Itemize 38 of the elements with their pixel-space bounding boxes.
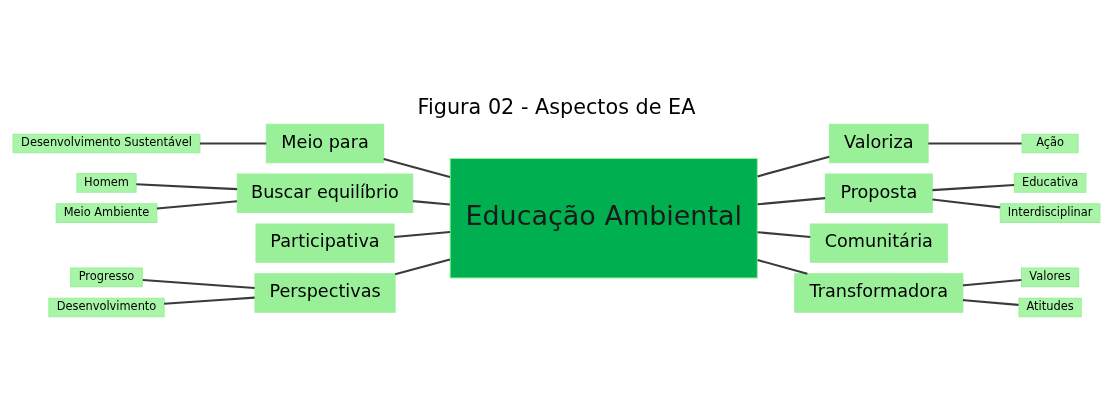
connector bbox=[932, 198, 1001, 209]
diagram-title: Figura 02 - Aspectos de EA bbox=[417, 94, 696, 119]
connector bbox=[164, 296, 255, 305]
node-box: Ação bbox=[1021, 133, 1079, 154]
connector bbox=[156, 200, 238, 210]
connector bbox=[394, 258, 451, 276]
node-box: Meio Ambiente bbox=[55, 203, 158, 223]
node-box: Educativa bbox=[1013, 173, 1087, 193]
node-box: Comunitária bbox=[809, 223, 948, 263]
node-box: Perspectivas bbox=[254, 273, 396, 313]
connector bbox=[932, 184, 1015, 192]
node-box: Meio para bbox=[265, 123, 385, 164]
node-box: Desenvolvimento Sustentável bbox=[12, 133, 201, 154]
connector bbox=[383, 158, 451, 178]
node-box: Proposta bbox=[824, 173, 933, 214]
node-box: Progresso bbox=[70, 267, 143, 288]
connector bbox=[757, 197, 826, 206]
connector bbox=[962, 278, 1022, 287]
node-box: Homem bbox=[76, 173, 137, 193]
connector bbox=[962, 299, 1019, 306]
node-box: Interdisciplinar bbox=[999, 203, 1101, 223]
node-box: Desenvolvimento bbox=[48, 297, 165, 318]
node-box: Participativa bbox=[255, 223, 395, 263]
connector bbox=[412, 200, 450, 206]
node-box: Transformadora bbox=[794, 273, 964, 313]
connector bbox=[928, 142, 1022, 145]
connector bbox=[757, 155, 830, 178]
node-box: Educação Ambiental bbox=[449, 158, 758, 279]
connector bbox=[757, 259, 808, 275]
node-box: Atitudes bbox=[1018, 297, 1082, 318]
node-box: Valores bbox=[1021, 267, 1080, 288]
connector bbox=[394, 230, 451, 239]
connector bbox=[757, 231, 811, 238]
connector bbox=[199, 142, 267, 145]
node-box: Buscar equilíbrio bbox=[236, 173, 414, 214]
connector bbox=[142, 278, 255, 289]
connector bbox=[136, 183, 238, 191]
node-box: Valoriza bbox=[829, 123, 929, 164]
